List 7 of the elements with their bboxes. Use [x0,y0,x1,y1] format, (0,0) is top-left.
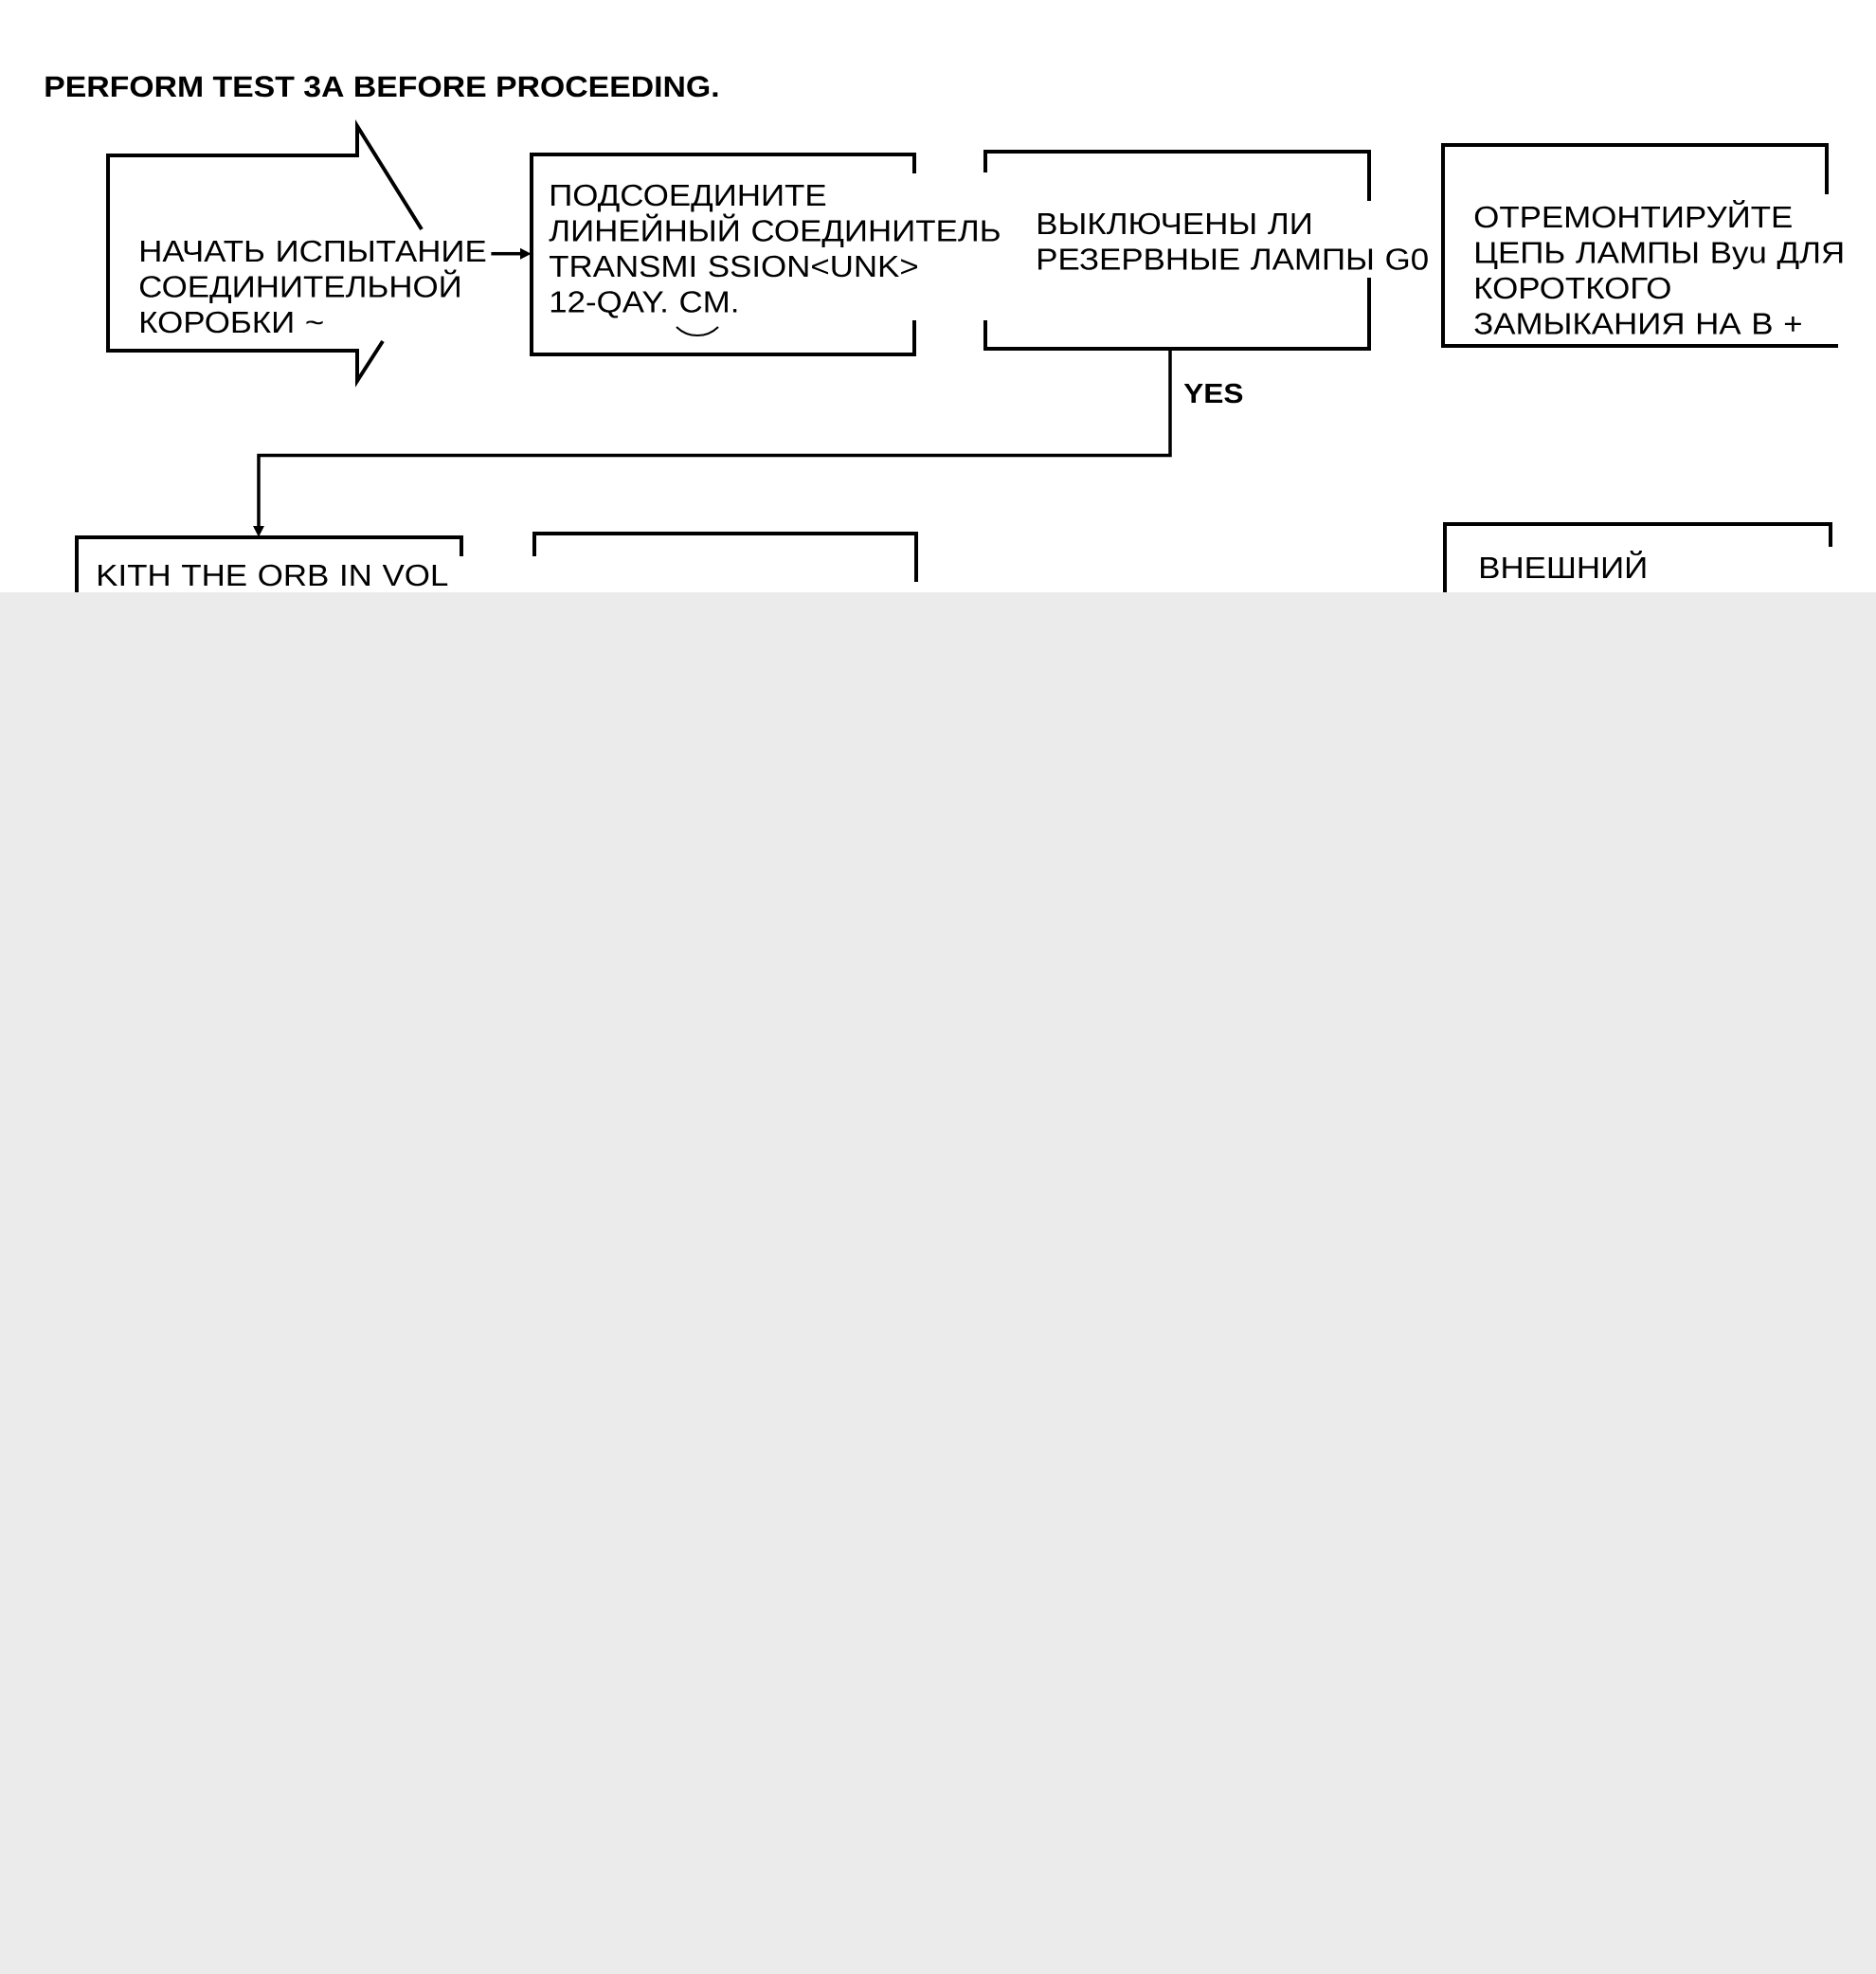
title: PERFORM TEST 3A BEFORE PROCEEDING. [45,76,718,98]
edge-label: YES [1182,381,1246,406]
empty-box [532,532,918,582]
process-box: ОТРЕМОНТИРУЙТЕ ЦЕПЬ ЛАМПЫ Byu ДЛЯ КОРОТКОГО ЗАМЫКАНИЯ НА В + [1441,143,1843,348]
process-box: ПОДСОЕДИНИТЕ ЛИНЕЙНЫЙ СОЕДИНИТЕЛЬ TRANSMI SSION<UNK> 12-QAY. CM. [530,153,1000,356]
process-box: ВНЕШНИЙ [1443,522,1832,592]
process-box: KITH THE ORB IN VOL [75,535,463,592]
